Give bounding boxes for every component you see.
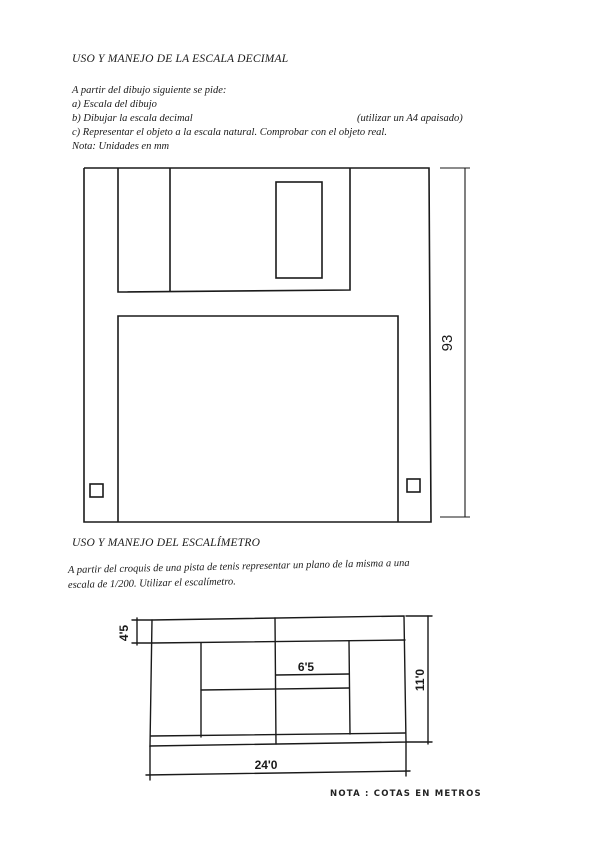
section1-item-c: c) Representar el objeto a la escala nat… — [72, 127, 387, 138]
dim-240-label: 24'0 — [255, 758, 278, 772]
floppy-shutter — [117, 168, 351, 293]
section1-item-a: a) Escala del dibujo — [72, 99, 157, 110]
dim-65-label: 6'5 — [298, 660, 315, 674]
section1-title: USO Y MANEJO DE LA ESCALA DECIMAL — [72, 53, 289, 65]
court-net — [274, 617, 277, 745]
dim-110-label: 11'0 — [413, 669, 427, 692]
section1-nota: Nota: Unidades en mm — [72, 141, 170, 152]
floppy-corner-hole-right — [406, 478, 421, 493]
section1-item-b: b) Dibujar la escala decimal — [72, 113, 193, 124]
court-alley-bottom — [150, 732, 406, 737]
dim-65-line — [275, 673, 350, 676]
floppy-outline — [83, 167, 432, 523]
dim-240-line — [145, 770, 411, 776]
section2-title: USO Y MANEJO DEL ESCALÍMETRO — [72, 537, 261, 549]
court-alley-top — [151, 639, 406, 644]
section1-item-b-note: (utilizar un A4 apaisado) — [357, 113, 463, 124]
dim-93-label: 93 — [439, 335, 456, 352]
floppy-corner-hole-left — [89, 483, 104, 498]
floppy-window — [275, 181, 323, 279]
court-center-service-line — [200, 687, 350, 691]
court-service-line-right — [348, 640, 351, 735]
floppy-label-area — [117, 315, 399, 522]
section2-nota: NOTA : COTAS EN METROS — [330, 789, 482, 799]
dim-45-label: 4'5 — [117, 625, 131, 642]
court-outline — [149, 615, 407, 747]
section1-intro: A partir del dibujo siguiente se pide: — [72, 85, 227, 96]
